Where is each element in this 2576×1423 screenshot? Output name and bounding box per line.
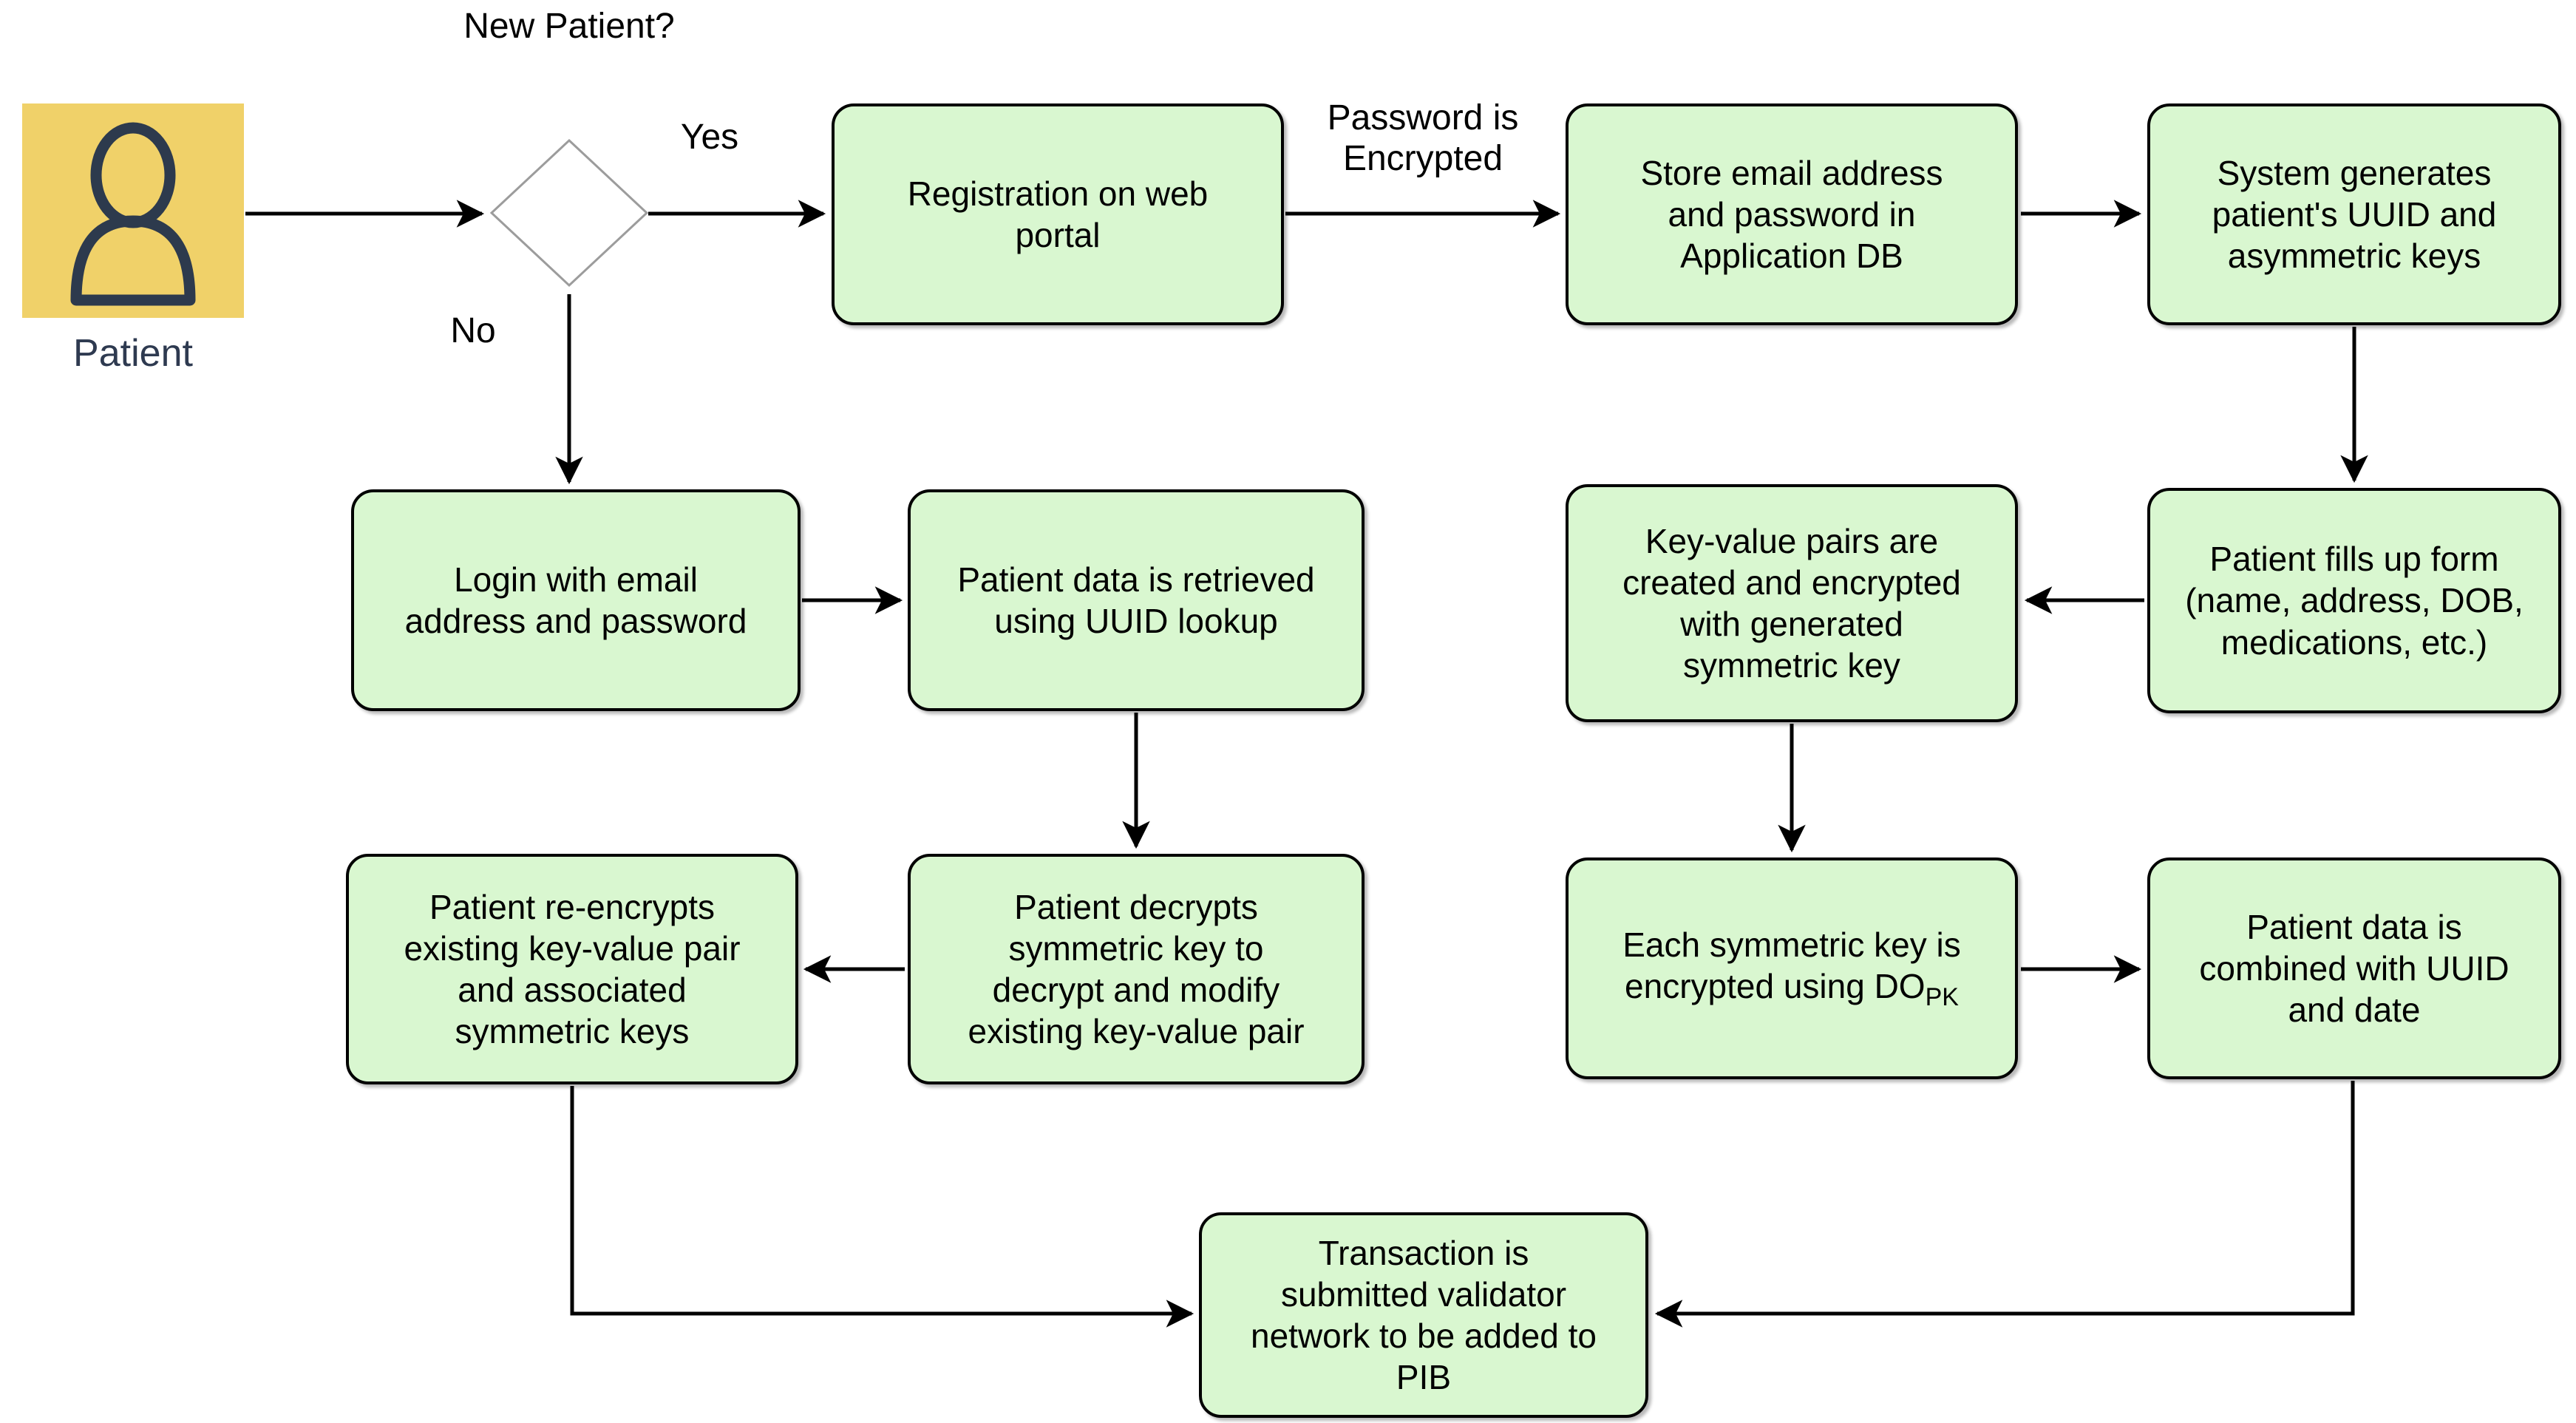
node-login: Login with email address and password [351,489,801,711]
decision-no-label: No [450,311,496,350]
node-system-generates: System generates patient's UUID and asym… [2147,103,2561,325]
node-symmetric-encrypt-label: Each symmetric key is encrypted using DO… [1615,924,1968,1013]
decision-yes-label: Yes [680,118,739,157]
node-fill-form-label: Patient fills up form (name, address, DO… [2185,540,2524,662]
person-icon [70,122,196,306]
node-key-value: Key-value pairs are created and encrypte… [1566,484,2018,722]
decision-new-patient [484,132,654,294]
node-symmetric-encrypt: Each symmetric key is encrypted using DO… [1566,857,2018,1079]
edge-reencrypt-to-transaction [570,1086,1194,1328]
node-re-encrypt: Patient re-encrypts existing key-value p… [346,854,798,1084]
diamond-shape [489,138,649,288]
node-login-label: Login with email address and password [404,560,747,640]
node-store-email-label: Store email address and password in Appl… [1640,153,1943,276]
node-combine-label: Patient data is combined with UUID and d… [2199,907,2509,1030]
node-system-generates-label: System generates patient's UUID and asym… [2212,153,2497,276]
actor-label: Patient [73,332,193,375]
node-registration: Registration on web portal [832,103,1284,325]
node-decrypt: Patient decrypts symmetric key to decryp… [908,854,1365,1084]
node-retrieve-label: Patient data is retrieved using UUID loo… [957,560,1315,640]
node-decrypt-label: Patient decrypts symmetric key to decryp… [968,887,1305,1051]
password-encrypted-label: Password is Encrypted [1327,98,1519,179]
node-transaction: Transaction is submitted validator netwo… [1199,1212,1648,1418]
node-fill-form: Patient fills up form (name, address, DO… [2147,488,2561,713]
actor-patient [22,103,244,318]
edge-combine-to-transaction [1654,1081,2355,1328]
node-symmetric-encrypt-text: Each symmetric key is encrypted using DO [1622,925,1961,1005]
node-symmetric-encrypt-subscript: PK [1925,982,1959,1011]
decision-question-label: New Patient? [463,7,675,46]
node-transaction-label: Transaction is submitted validator netwo… [1251,1233,1597,1397]
node-key-value-label: Key-value pairs are created and encrypte… [1622,521,1961,685]
node-retrieve: Patient data is retrieved using UUID loo… [908,489,1365,711]
node-store-email: Store email address and password in Appl… [1566,103,2018,325]
node-registration-label: Registration on web portal [907,174,1209,254]
node-combine: Patient data is combined with UUID and d… [2147,857,2561,1079]
node-re-encrypt-label: Patient re-encrypts existing key-value p… [404,887,741,1051]
